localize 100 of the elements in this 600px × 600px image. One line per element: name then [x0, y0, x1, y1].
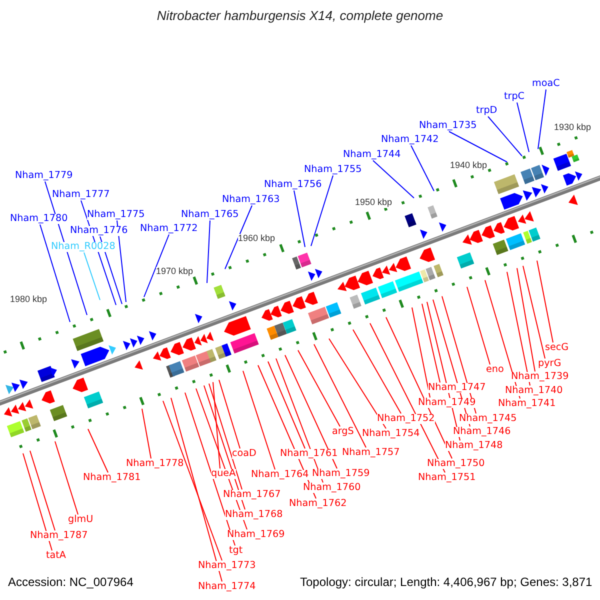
gene-label: Nham_1764: [251, 470, 309, 480]
leader-line: [310, 175, 334, 246]
gene-label: moaC: [532, 78, 560, 90]
gene-label: argS: [332, 426, 354, 438]
leader-line: [54, 440, 78, 515]
leader-line: [218, 379, 240, 449]
leader-line: [142, 408, 152, 459]
leader-line: [162, 400, 222, 561]
scale-label: 1950 kbp: [355, 198, 392, 208]
leader-line: [22, 452, 52, 551]
gene-label: tgt: [229, 546, 243, 556]
gene-label: Nham_1763: [222, 194, 280, 206]
leader-line: [116, 220, 126, 302]
gene-label: Nham_1746: [453, 426, 511, 438]
scale-label: 1940 kbp: [450, 161, 488, 171]
leader-line: [538, 89, 546, 150]
gene-label: Nham_1774: [198, 582, 256, 592]
gene-label: Nham_1787: [30, 530, 88, 542]
leader-line: [208, 383, 242, 490]
gene-label: Nham_1742: [381, 134, 439, 146]
leader-line: [298, 350, 340, 427]
leader-line: [410, 145, 434, 192]
gene-label: Nham_1760: [303, 482, 361, 494]
leader-line: [294, 190, 306, 248]
leader-line: [212, 382, 220, 469]
gene-label: Nham_1779: [15, 170, 73, 182]
leader-line: [40, 224, 70, 322]
leader-line: [372, 160, 414, 198]
leader-line: [422, 303, 440, 383]
gene-label: queA: [211, 468, 236, 480]
scale-label: 1930 kbp: [554, 123, 592, 133]
leader-line: [536, 260, 554, 343]
gene-label: Nham_1768: [225, 510, 283, 520]
gene-label: Nham_1778: [126, 458, 184, 470]
accession-text: Accession: NC_007964: [8, 576, 134, 589]
gene-label: Nham_1775: [87, 210, 145, 220]
gene-label: Nham_1761: [280, 448, 338, 460]
gene-label: tatA: [46, 550, 66, 562]
gene-label: pyrG: [538, 358, 562, 370]
leader-line: [84, 252, 100, 300]
gene-label: Nham_1762: [289, 498, 347, 510]
gene-label: Nham_1739: [511, 372, 569, 382]
scale-label: 1970 kbp: [156, 267, 194, 277]
gene-label: Nham_1754: [362, 428, 420, 440]
gene-label: Nham_1773: [198, 560, 256, 572]
leader-line: [224, 205, 252, 270]
leader-line: [516, 268, 536, 372]
gene-label: Nham_1756: [264, 180, 322, 190]
gene-label: Nham_1745: [459, 414, 517, 424]
leader-line: [412, 307, 430, 398]
gene-label: Nham_1741: [498, 398, 556, 410]
scale-label: 1980 kbp: [10, 295, 48, 305]
leader-line: [370, 322, 446, 473]
gene-label: Nham_1748: [445, 440, 503, 452]
leader-line: [506, 271, 530, 386]
gene-label: Nham_1777: [52, 190, 110, 200]
leader-line: [466, 286, 490, 365]
gene-label: Nham_1755: [304, 164, 362, 176]
genome-stats-text: Topology: circular; Length: 4,406,967 bp; Genes: 3,871: [300, 576, 592, 589]
leader-line: [516, 102, 530, 152]
gene-label: Nham_1769: [227, 530, 285, 540]
leader-line: [242, 370, 276, 470]
gene-label: Nham_1772: [140, 224, 198, 234]
gene-label: glmU: [68, 514, 94, 526]
gene-label: Nham_1767: [223, 490, 281, 500]
gene-label: Nham_1747: [428, 382, 486, 394]
gene-label: coaD: [232, 448, 256, 460]
gene-label: Nham_1751: [418, 472, 476, 484]
leader-line: [328, 338, 386, 429]
gene-label: Nham_R0028: [51, 242, 116, 252]
gene-label: Nham_1757: [342, 448, 400, 458]
leader-line: [100, 236, 122, 304]
leader-line: [88, 428, 108, 473]
gene-label: Nham_1776: [70, 226, 128, 236]
leader-line: [206, 220, 210, 284]
gene-label: Nham_1744: [343, 150, 401, 160]
leader-line: [268, 361, 306, 449]
gene-label: trpC: [504, 92, 524, 102]
gene-label: trpD: [476, 106, 498, 116]
gene-label: Nham_1781: [83, 472, 141, 484]
gene-label: eno: [486, 364, 504, 376]
leader-line: [448, 131, 508, 162]
leader-line: [30, 450, 56, 531]
leader-line: [314, 344, 366, 448]
leader-line: [522, 265, 546, 359]
leader-line: [144, 234, 170, 298]
leader-line: [352, 329, 402, 414]
leader-line: [170, 397, 222, 582]
gene-label: secG: [545, 342, 569, 354]
leader-line: [284, 354, 338, 469]
scale-label: 1960 kbp: [238, 234, 276, 244]
gene-label: Nham_1740: [505, 386, 563, 396]
leader-line: [488, 116, 522, 156]
map-title: Nitrobacter hamburgensis X14, complete genome: [156, 9, 444, 24]
gene-label: Nham_1749: [418, 398, 476, 408]
gene-label: Nham_1752: [377, 414, 435, 424]
leader-line: [184, 392, 236, 546]
gene-label: Nham_1765: [181, 210, 239, 220]
gene-label: Nham_1759: [312, 468, 370, 480]
gene-label: Nham_1750: [427, 458, 485, 470]
